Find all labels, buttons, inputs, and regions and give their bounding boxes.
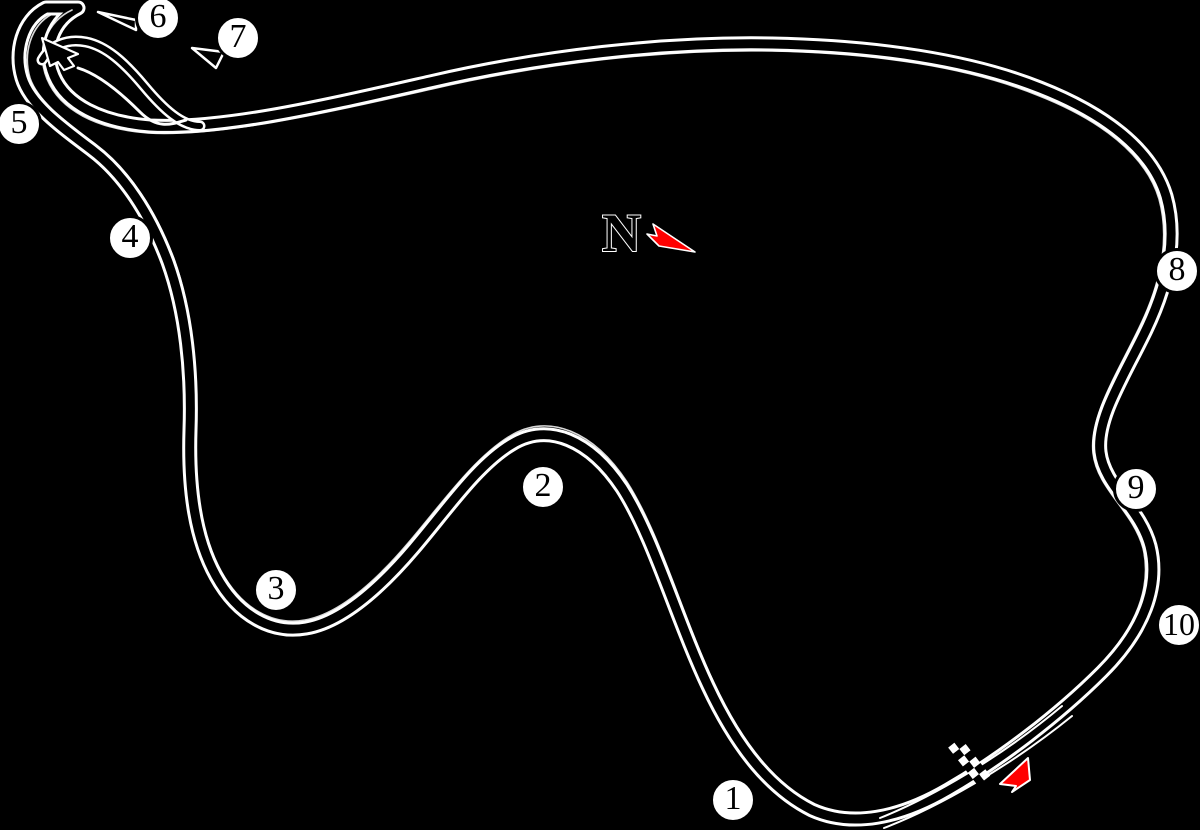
turn-marker-2[interactable]: 2: [520, 464, 566, 510]
pit-lane-exit-stub: [76, 66, 188, 126]
track-racing-line: [26, 9, 1165, 815]
turn-marker-label: 5: [10, 104, 28, 141]
turn-marker-5[interactable]: 5: [0, 101, 42, 147]
turn-marker-4[interactable]: 4: [107, 215, 153, 261]
start-finish-line: [948, 737, 991, 786]
turn-marker-7[interactable]: 7: [215, 15, 261, 61]
main-track-group: [11, 0, 1179, 827]
main-straight-outer-line: [883, 715, 1073, 829]
turn-marker-label: 1: [724, 780, 742, 817]
turn-marker-9[interactable]: 9: [1113, 466, 1159, 512]
turn-marker-label: 3: [267, 570, 285, 607]
pit-direction-arrow: [40, 36, 80, 72]
turn-marker-label: 10: [1163, 606, 1195, 642]
turn-marker-label: 2: [534, 467, 552, 504]
turn-marker-label: 9: [1127, 469, 1145, 506]
turn-marker-3[interactable]: 3: [253, 567, 299, 613]
turn-marker-label: 8: [1168, 251, 1186, 288]
track-surface: [14, 3, 1176, 824]
turn-marker-6[interactable]: 6: [135, 0, 181, 41]
compass-north-letter: N: [601, 203, 642, 263]
turn-6-leader-line: [96, 10, 138, 32]
turn-marker-10[interactable]: 10: [1156, 602, 1200, 648]
pit-lane-surface: [39, 38, 203, 129]
turn-7-leader-line: [190, 46, 226, 70]
turn-marker-label: 7: [229, 18, 247, 55]
turn-marker-label: 4: [121, 218, 139, 255]
pit-lane-group: [36, 35, 206, 132]
main-straight-lines-group: [879, 705, 1073, 829]
race-direction-arrow: [999, 757, 1031, 793]
turn-marker-8[interactable]: 8: [1154, 248, 1200, 294]
compass-rose: N: [601, 203, 699, 263]
turn-marker-1[interactable]: 1: [710, 777, 756, 823]
compass-arrow-icon: [646, 223, 696, 253]
turn-marker-label: 6: [149, 0, 167, 35]
main-straight-inner-line: [879, 705, 1063, 819]
